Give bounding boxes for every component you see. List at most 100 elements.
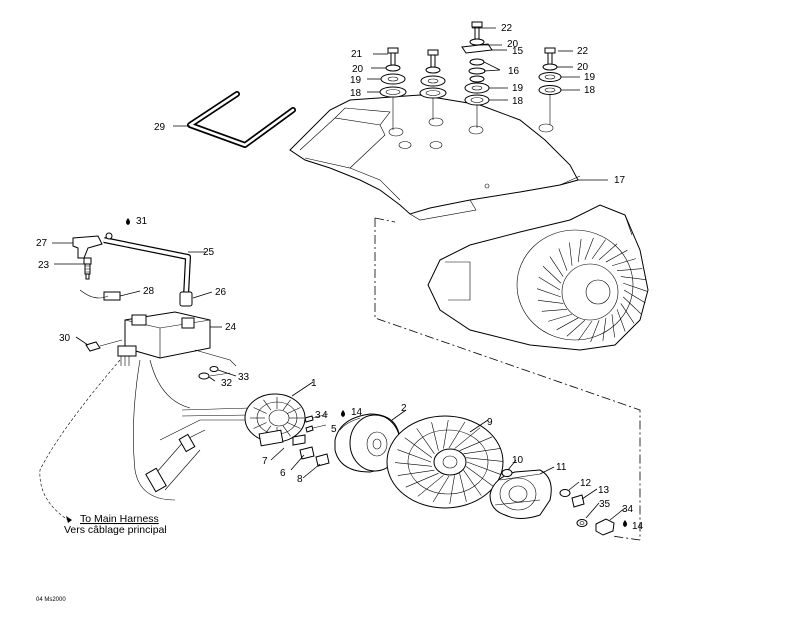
starter-fin <box>591 239 606 260</box>
callout-19: 19 <box>584 72 596 83</box>
callout-27: 27 <box>36 238 48 249</box>
fan-blade <box>466 461 501 475</box>
starter-fin <box>577 238 582 263</box>
harness-note-english: To Main Harness <box>80 513 159 525</box>
callout-32: 32 <box>221 378 233 389</box>
fan-blade <box>397 449 432 463</box>
fan-blade <box>443 419 449 449</box>
starter-fin <box>616 309 626 332</box>
callout-34: 34 <box>622 504 634 515</box>
washer-part-10 <box>501 469 513 477</box>
fan-blade <box>431 422 439 451</box>
stator-pole <box>282 399 291 411</box>
starter-fin <box>538 299 564 304</box>
leader-lines <box>52 27 626 521</box>
starter-fin <box>558 248 568 271</box>
callout-14: 14 <box>351 407 363 418</box>
callout-8: 8 <box>297 474 303 485</box>
callout-18: 18 <box>584 85 596 96</box>
assembly-reference-frame <box>374 217 641 541</box>
starter-fin <box>602 317 607 342</box>
ignition-coil-group <box>72 232 237 380</box>
fan-blade <box>404 437 433 458</box>
callout-16: 16 <box>508 66 520 77</box>
stator-pole <box>253 407 267 414</box>
hardware-12-13 <box>559 489 585 508</box>
threadlocker-symbol-group <box>126 218 627 527</box>
mounting-hardware-stack <box>379 21 562 130</box>
hardware-34-35 <box>576 518 615 536</box>
callout-28: 28 <box>143 286 155 297</box>
wiring-harness <box>39 359 251 523</box>
starter-fin <box>620 303 635 324</box>
starter-fin <box>548 313 573 322</box>
fan-blade <box>459 473 467 502</box>
fan-housing-part-17 <box>289 94 581 221</box>
stator-pole <box>282 425 291 437</box>
starter-fin <box>590 320 600 343</box>
callout-30: 30 <box>59 333 71 344</box>
fan-blade <box>394 462 432 467</box>
callout-3: 3 <box>315 410 321 421</box>
starter-fin <box>611 258 636 267</box>
starter-fin <box>605 249 628 263</box>
callout-10: 10 <box>512 455 524 466</box>
starter-fin <box>623 282 648 292</box>
fan-blade <box>463 448 501 455</box>
screw-stack-d <box>538 47 562 95</box>
starter-fin <box>623 289 646 304</box>
fan-blade <box>405 473 439 488</box>
callout-33: 33 <box>238 372 250 383</box>
seal-part-29 <box>187 91 296 148</box>
rewind-starter-assembly <box>427 204 649 351</box>
callout-20: 20 <box>507 39 519 50</box>
callout-17: 17 <box>614 175 626 186</box>
callout-21: 21 <box>351 49 363 60</box>
callout-29: 29 <box>154 122 166 133</box>
drawing-code: 04 Ms2000 <box>36 597 66 603</box>
screws-3-4-5 <box>304 413 329 433</box>
fan-blade <box>466 457 504 462</box>
cooling-fan-part-9 <box>386 415 504 509</box>
screw-stack-b <box>419 49 447 99</box>
callout-1: 1 <box>311 378 317 389</box>
callout-35: 35 <box>599 499 611 510</box>
fan-blade <box>465 466 494 487</box>
callout-20: 20 <box>577 62 589 73</box>
callout-13: 13 <box>598 485 610 496</box>
starter-fin <box>556 317 579 331</box>
callout-19: 19 <box>512 83 524 94</box>
fan-blade <box>459 436 493 451</box>
harness-note: To Main Harness Vers câblage principal <box>64 513 167 536</box>
harness-note-french: Vers câblage principal <box>64 524 167 536</box>
screw-stack-c <box>461 21 493 106</box>
callout-18: 18 <box>512 96 524 107</box>
stator-pole <box>287 407 301 414</box>
callout-11: 11 <box>556 462 567 473</box>
starter-fin <box>622 296 642 314</box>
starter-fin <box>569 242 573 266</box>
starter-fin <box>584 237 594 260</box>
starter-fin <box>611 314 615 338</box>
callout-24: 24 <box>225 322 237 333</box>
fan-blade <box>454 427 481 449</box>
callout-23: 23 <box>38 260 50 271</box>
callout-9: 9 <box>487 417 493 428</box>
callout-20: 20 <box>352 64 364 75</box>
stator-part-1 <box>244 393 306 447</box>
callout-31: 31 <box>136 216 148 227</box>
callout-22: 22 <box>577 46 589 57</box>
starter-fin <box>578 320 593 341</box>
starter-fin <box>541 309 568 312</box>
callout-6: 6 <box>280 468 286 479</box>
stator-pole <box>263 399 272 411</box>
callout-12: 12 <box>580 478 592 489</box>
starter-fin <box>598 243 618 261</box>
callout-14: 14 <box>632 521 644 532</box>
callout-labels: 22 20 15 16 19 18 21 20 19 18 22 20 19 1… <box>36 23 644 532</box>
callout-18: 18 <box>350 88 362 99</box>
callout-26: 26 <box>215 287 227 298</box>
fan-blade <box>463 470 482 496</box>
fan-blade <box>432 475 450 503</box>
